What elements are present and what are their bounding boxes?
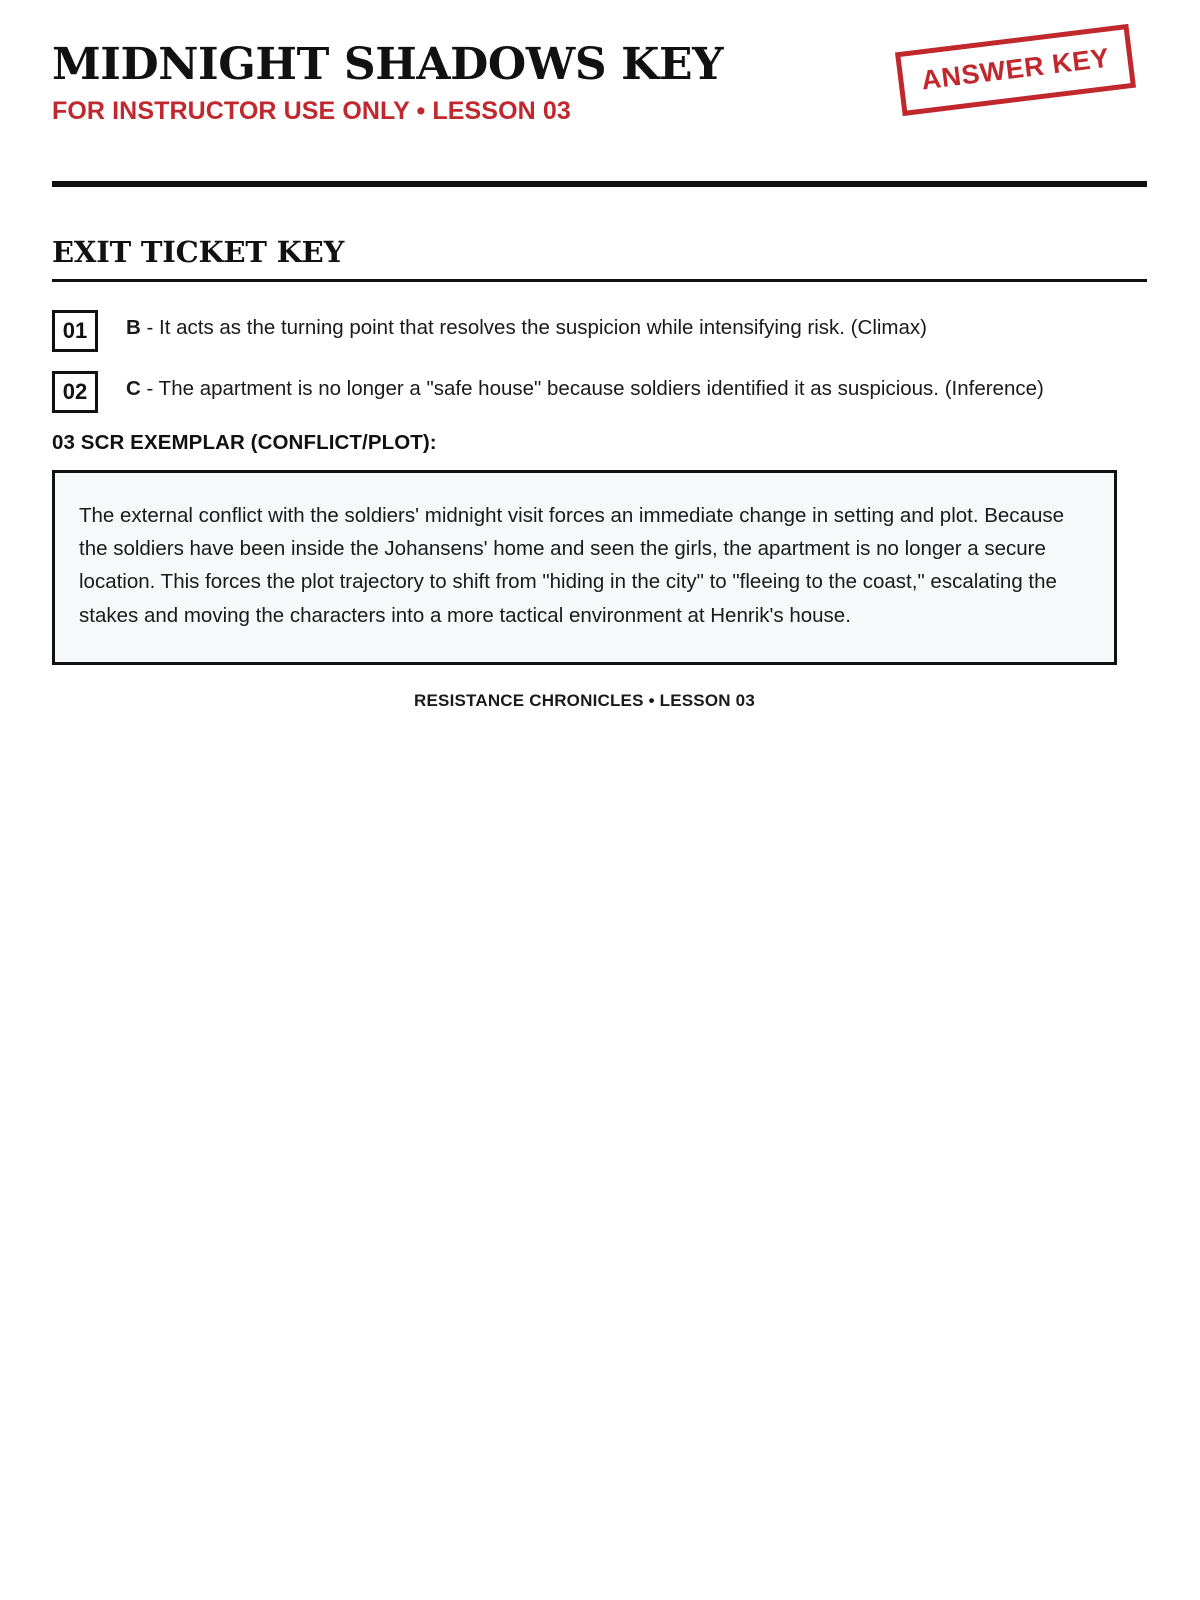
answer-key-stamp-label: ANSWER KEY (919, 42, 1112, 96)
answer-list: 01 B - It acts as the turning point that… (52, 308, 1147, 413)
page-footer: RESISTANCE CHRONICLES • LESSON 03 (52, 691, 1117, 711)
answer-number-box: 01 (52, 310, 98, 352)
answer-rationale: It acts as the turning point that resolv… (159, 316, 927, 339)
section-divider (52, 279, 1147, 282)
answer-number: 02 (62, 379, 88, 404)
answer-letter: C (126, 377, 141, 400)
footer-label: RESISTANCE CHRONICLES • LESSON 03 (414, 690, 755, 710)
answer-body: C - The apartment is no longer a "safe h… (98, 369, 1147, 403)
exemplar-body: The external conflict with the soldiers'… (79, 504, 1065, 627)
section-heading: EXIT TICKET KEY (52, 235, 345, 269)
title-block: MIDNIGHT SHADOWS KEY FOR INSTRUCTOR USE … (52, 42, 812, 125)
exit-ticket-key-section: EXIT TICKET KEY 01 B - It acts as the tu… (52, 235, 1147, 413)
answer-item: 02 C - The apartment is no longer a "saf… (52, 369, 1147, 413)
answer-number: 01 (62, 318, 88, 343)
answer-key-stamp: ANSWER KEY (894, 23, 1137, 117)
exemplar-heading: 03 SCR EXEMPLAR (CONFLICT/PLOT): (52, 431, 437, 454)
answer-body: B - It acts as the turning point that re… (98, 308, 1147, 342)
exemplar-section: 03 SCR EXEMPLAR (CONFLICT/PLOT): The ext… (52, 431, 1147, 665)
answer-letter: B (126, 316, 141, 339)
header-divider (52, 181, 1147, 187)
page-title: MIDNIGHT SHADOWS KEY (52, 39, 724, 90)
answer-rationale: The apartment is no longer a "safe house… (158, 377, 1044, 400)
answer-item: 01 B - It acts as the turning point that… (52, 308, 1147, 352)
answer-separator: - (140, 377, 159, 400)
page-content: MIDNIGHT SHADOWS KEY FOR INSTRUCTOR USE … (52, 0, 1147, 711)
page-subtitle: FOR INSTRUCTOR USE ONLY • LESSON 03 (52, 96, 571, 125)
answer-separator: - (140, 316, 160, 339)
page-header: MIDNIGHT SHADOWS KEY FOR INSTRUCTOR USE … (52, 0, 1147, 160)
exemplar-box: The external conflict with the soldiers'… (52, 470, 1117, 665)
answer-number-box: 02 (52, 371, 98, 413)
